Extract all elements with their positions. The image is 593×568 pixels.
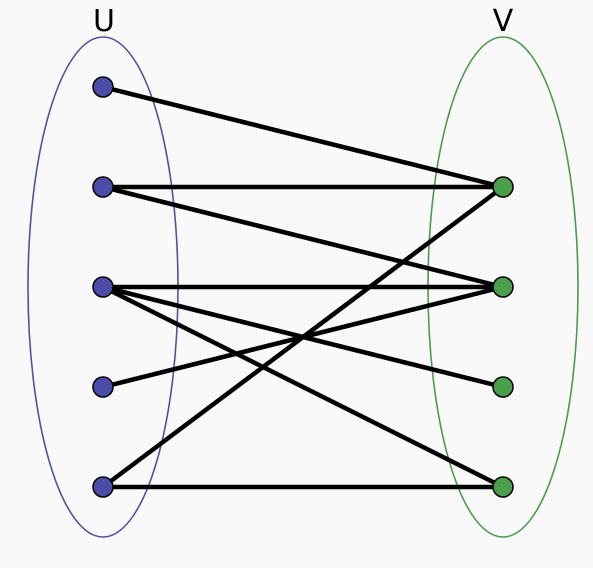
node-u1 <box>92 76 114 98</box>
node-v1 <box>492 176 514 198</box>
edge-u5-v1 <box>100 184 506 490</box>
set-label-v: V <box>493 4 514 39</box>
node-u4 <box>92 376 114 398</box>
edge-u3-v4 <box>100 284 506 490</box>
node-v2 <box>492 276 514 298</box>
edges <box>100 84 506 490</box>
node-u2 <box>92 176 114 198</box>
node-u3 <box>92 276 114 298</box>
node-u5 <box>92 476 114 498</box>
node-v4 <box>492 476 514 498</box>
nodes <box>92 76 514 498</box>
edge-u1-v1 <box>100 84 506 190</box>
edge-u2-v2 <box>100 184 506 290</box>
node-v3 <box>492 376 514 398</box>
set-label-u: U <box>93 4 115 39</box>
